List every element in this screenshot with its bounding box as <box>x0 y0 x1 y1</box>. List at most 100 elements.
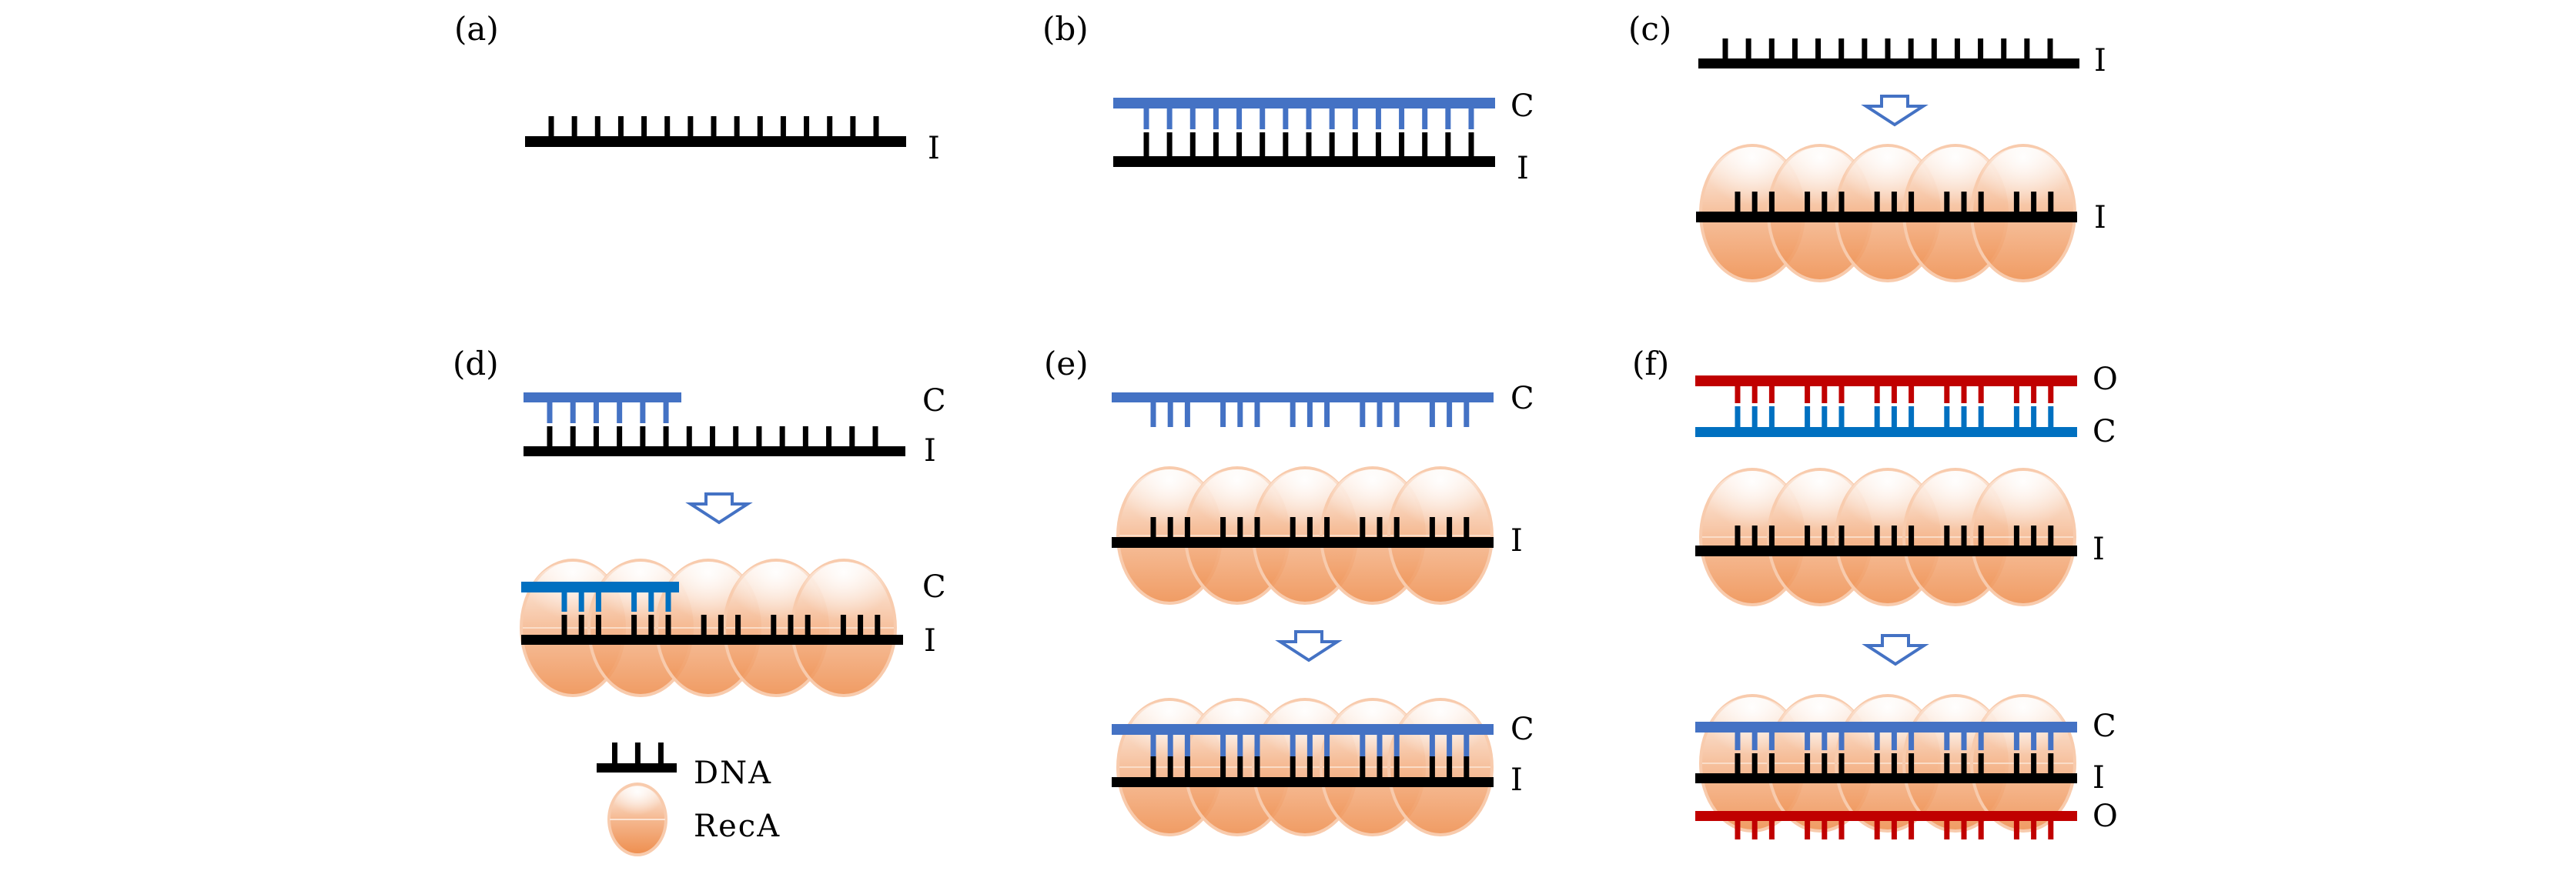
base-tick <box>1324 756 1330 778</box>
base-tick <box>561 615 567 636</box>
base-tick <box>547 402 553 423</box>
base-tick <box>1184 734 1190 756</box>
base-tick <box>1978 192 1984 212</box>
base-tick <box>1822 820 1828 839</box>
base-tick <box>1360 402 1366 427</box>
base-tick <box>1735 192 1741 212</box>
base-tick <box>1422 132 1428 157</box>
base-tick <box>1306 132 1312 157</box>
strand-label-d-I-bottom: I <box>924 623 936 659</box>
reca-monomer <box>1970 468 2076 606</box>
base-tick <box>1909 385 1915 403</box>
base-tick <box>1429 517 1435 538</box>
base-tick <box>1838 753 1845 774</box>
base-tick <box>2013 385 2019 403</box>
base-tick <box>1751 526 1758 546</box>
base-tick <box>1447 734 1453 756</box>
strand-incoming <box>1696 212 2077 222</box>
base-tick <box>1751 820 1758 839</box>
base-tick <box>1429 734 1435 756</box>
base-tick <box>571 116 577 137</box>
base-tick <box>1891 732 1897 750</box>
base-tick <box>2047 38 2053 59</box>
base-tick <box>1805 385 1811 403</box>
legend-base-tick <box>612 743 617 764</box>
base-tick <box>1735 526 1741 546</box>
strand-label-b-C: C <box>1510 88 1534 124</box>
base-tick <box>1464 756 1470 778</box>
base-tick <box>1805 753 1811 774</box>
base-tick <box>757 116 763 137</box>
base-tick <box>1805 820 1811 839</box>
panel-label-d: (d) <box>453 345 499 382</box>
base-tick <box>1768 192 1775 212</box>
base-tick <box>641 116 647 137</box>
base-tick <box>1791 38 1798 59</box>
base-tick <box>1213 108 1219 129</box>
base-tick <box>1377 734 1383 756</box>
panel-label-a: (a) <box>454 10 499 48</box>
base-tick <box>1822 732 1828 750</box>
base-tick <box>1429 756 1435 778</box>
base-tick <box>1944 385 1950 403</box>
base-tick <box>850 116 856 137</box>
base-tick <box>802 426 808 447</box>
reca-monomer <box>1387 466 1494 605</box>
strand-incoming <box>521 635 903 645</box>
reca-highlight <box>798 562 890 648</box>
base-tick <box>1874 753 1880 774</box>
base-tick <box>872 426 878 447</box>
strand-complementary-partial <box>521 582 679 592</box>
base-tick <box>2048 192 2054 212</box>
base-tick <box>595 592 601 612</box>
base-tick <box>1909 192 1915 212</box>
base-tick <box>648 592 654 612</box>
base-tick <box>1290 734 1296 756</box>
base-tick <box>561 592 567 612</box>
base-tick <box>548 116 554 137</box>
base-tick <box>1885 38 1891 59</box>
strand-outgoing <box>1695 811 2077 821</box>
panel-label-b: (b) <box>1042 10 1089 48</box>
base-tick <box>1768 820 1775 839</box>
legend-label-dna: DNA <box>694 756 772 791</box>
legend-base-tick <box>657 743 664 764</box>
base-tick <box>631 592 637 612</box>
base-tick <box>1283 108 1289 129</box>
base-tick <box>1189 108 1196 129</box>
panel-b <box>1113 98 1495 167</box>
base-tick <box>1822 753 1828 774</box>
base-tick <box>1751 192 1758 212</box>
base-tick <box>1143 132 1149 157</box>
base-tick <box>1838 38 1845 59</box>
strand-label-f-C-bottom: C <box>2093 709 2116 744</box>
base-tick <box>1891 753 1897 774</box>
base-tick <box>771 615 777 636</box>
base-tick <box>1352 108 1358 129</box>
base-tick <box>735 615 741 636</box>
down-arrow-icon <box>1862 634 1929 666</box>
base-tick <box>640 426 646 447</box>
base-tick <box>1220 756 1226 778</box>
base-tick <box>1838 385 1845 403</box>
base-tick <box>1838 192 1845 212</box>
base-tick <box>1978 820 1984 839</box>
base-tick <box>1254 734 1260 756</box>
base-tick <box>1237 734 1243 756</box>
base-tick <box>1329 132 1335 157</box>
base-tick <box>1220 517 1226 538</box>
legend: DNA RecA <box>597 743 779 856</box>
base-tick <box>687 116 694 137</box>
base-tick <box>2031 732 2037 750</box>
base-tick <box>1961 753 1967 774</box>
base-tick <box>1954 38 1960 59</box>
base-tick <box>1166 108 1173 129</box>
base-tick <box>1447 517 1453 538</box>
strand-incoming <box>1112 777 1494 787</box>
strand-label-d-C-bottom: C <box>922 569 946 605</box>
strand-incoming <box>1112 537 1494 548</box>
base-tick <box>1143 108 1149 129</box>
base-tick <box>1445 108 1451 129</box>
strand-incoming <box>1695 773 2077 783</box>
base-tick <box>1891 192 1897 212</box>
